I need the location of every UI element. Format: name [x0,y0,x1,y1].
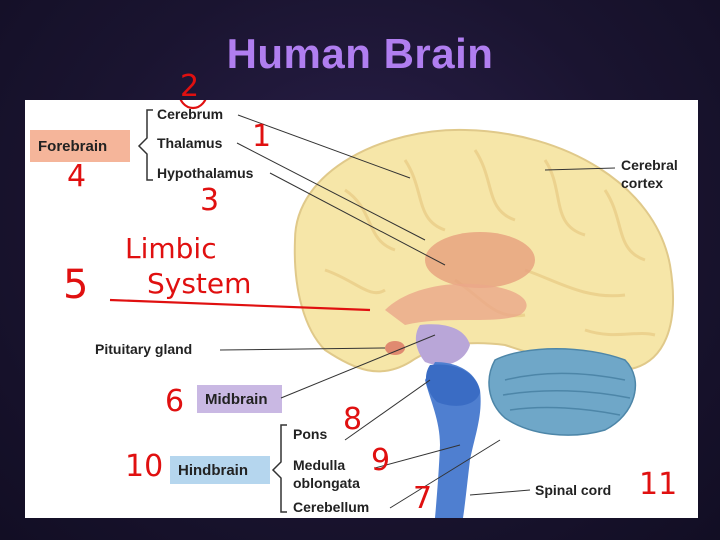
pons-label: Pons [293,426,328,442]
brain-diagram: Forebrain Midbrain Hindbrain Cerebrum Th… [25,100,698,518]
leader-lines [219,114,616,509]
forebrain-label: Forebrain [38,137,108,155]
annotation-4: 4 [67,159,87,194]
annotation-5: 5 [63,262,89,308]
annotation-limbic: Limbic [125,232,217,265]
thalamus-label: Thalamus [157,135,223,151]
brain-illustration [30,100,674,518]
hindbrain-bracket [271,424,287,513]
forebrain-bracket [137,109,153,181]
cerebellum-label: Cerebellum [293,499,370,515]
hindbrain-box-bg [170,456,270,484]
hindbrain-label: Hindbrain [178,461,248,479]
cerebellum-shape [488,348,636,436]
limbic-shape [385,283,527,325]
annotation-8: 8 [343,402,363,437]
annotation-1: 1 [252,119,272,154]
cerebrum-label: Cerebrum [157,106,224,122]
pituitary-shape [385,341,405,355]
annotation-3: 3 [200,183,220,218]
midbrain-label: Midbrain [205,390,268,408]
spinal-cord-label: Spinal cord [535,482,612,498]
annotation-6: 6 [165,384,185,419]
annotation-system: System [147,267,252,300]
annotation-9: 9 [371,443,391,478]
pons-shape [425,364,480,406]
slide-title: Human Brain [226,30,494,77]
thalamus-shape [425,232,535,288]
cerebellum-folds [502,372,631,416]
hypothalamus-label: Hypothalamus [157,165,254,181]
annotation-2: 2 [180,69,200,104]
annotation-10: 10 [125,449,164,484]
midbrain-box-bg [197,385,282,413]
handwritten-strokes [109,100,371,312]
midbrain-shape [415,324,470,366]
pituitary-gland-label: Pituitary gland [95,341,193,357]
medulla-oblongata-label: Medulla oblongata [293,457,360,491]
cerebral-cortex-label: Cerebral cortex [621,157,678,191]
annotation-11: 11 [639,467,678,502]
annotation-7: 7 [413,481,433,516]
forebrain-box-bg [30,130,130,162]
